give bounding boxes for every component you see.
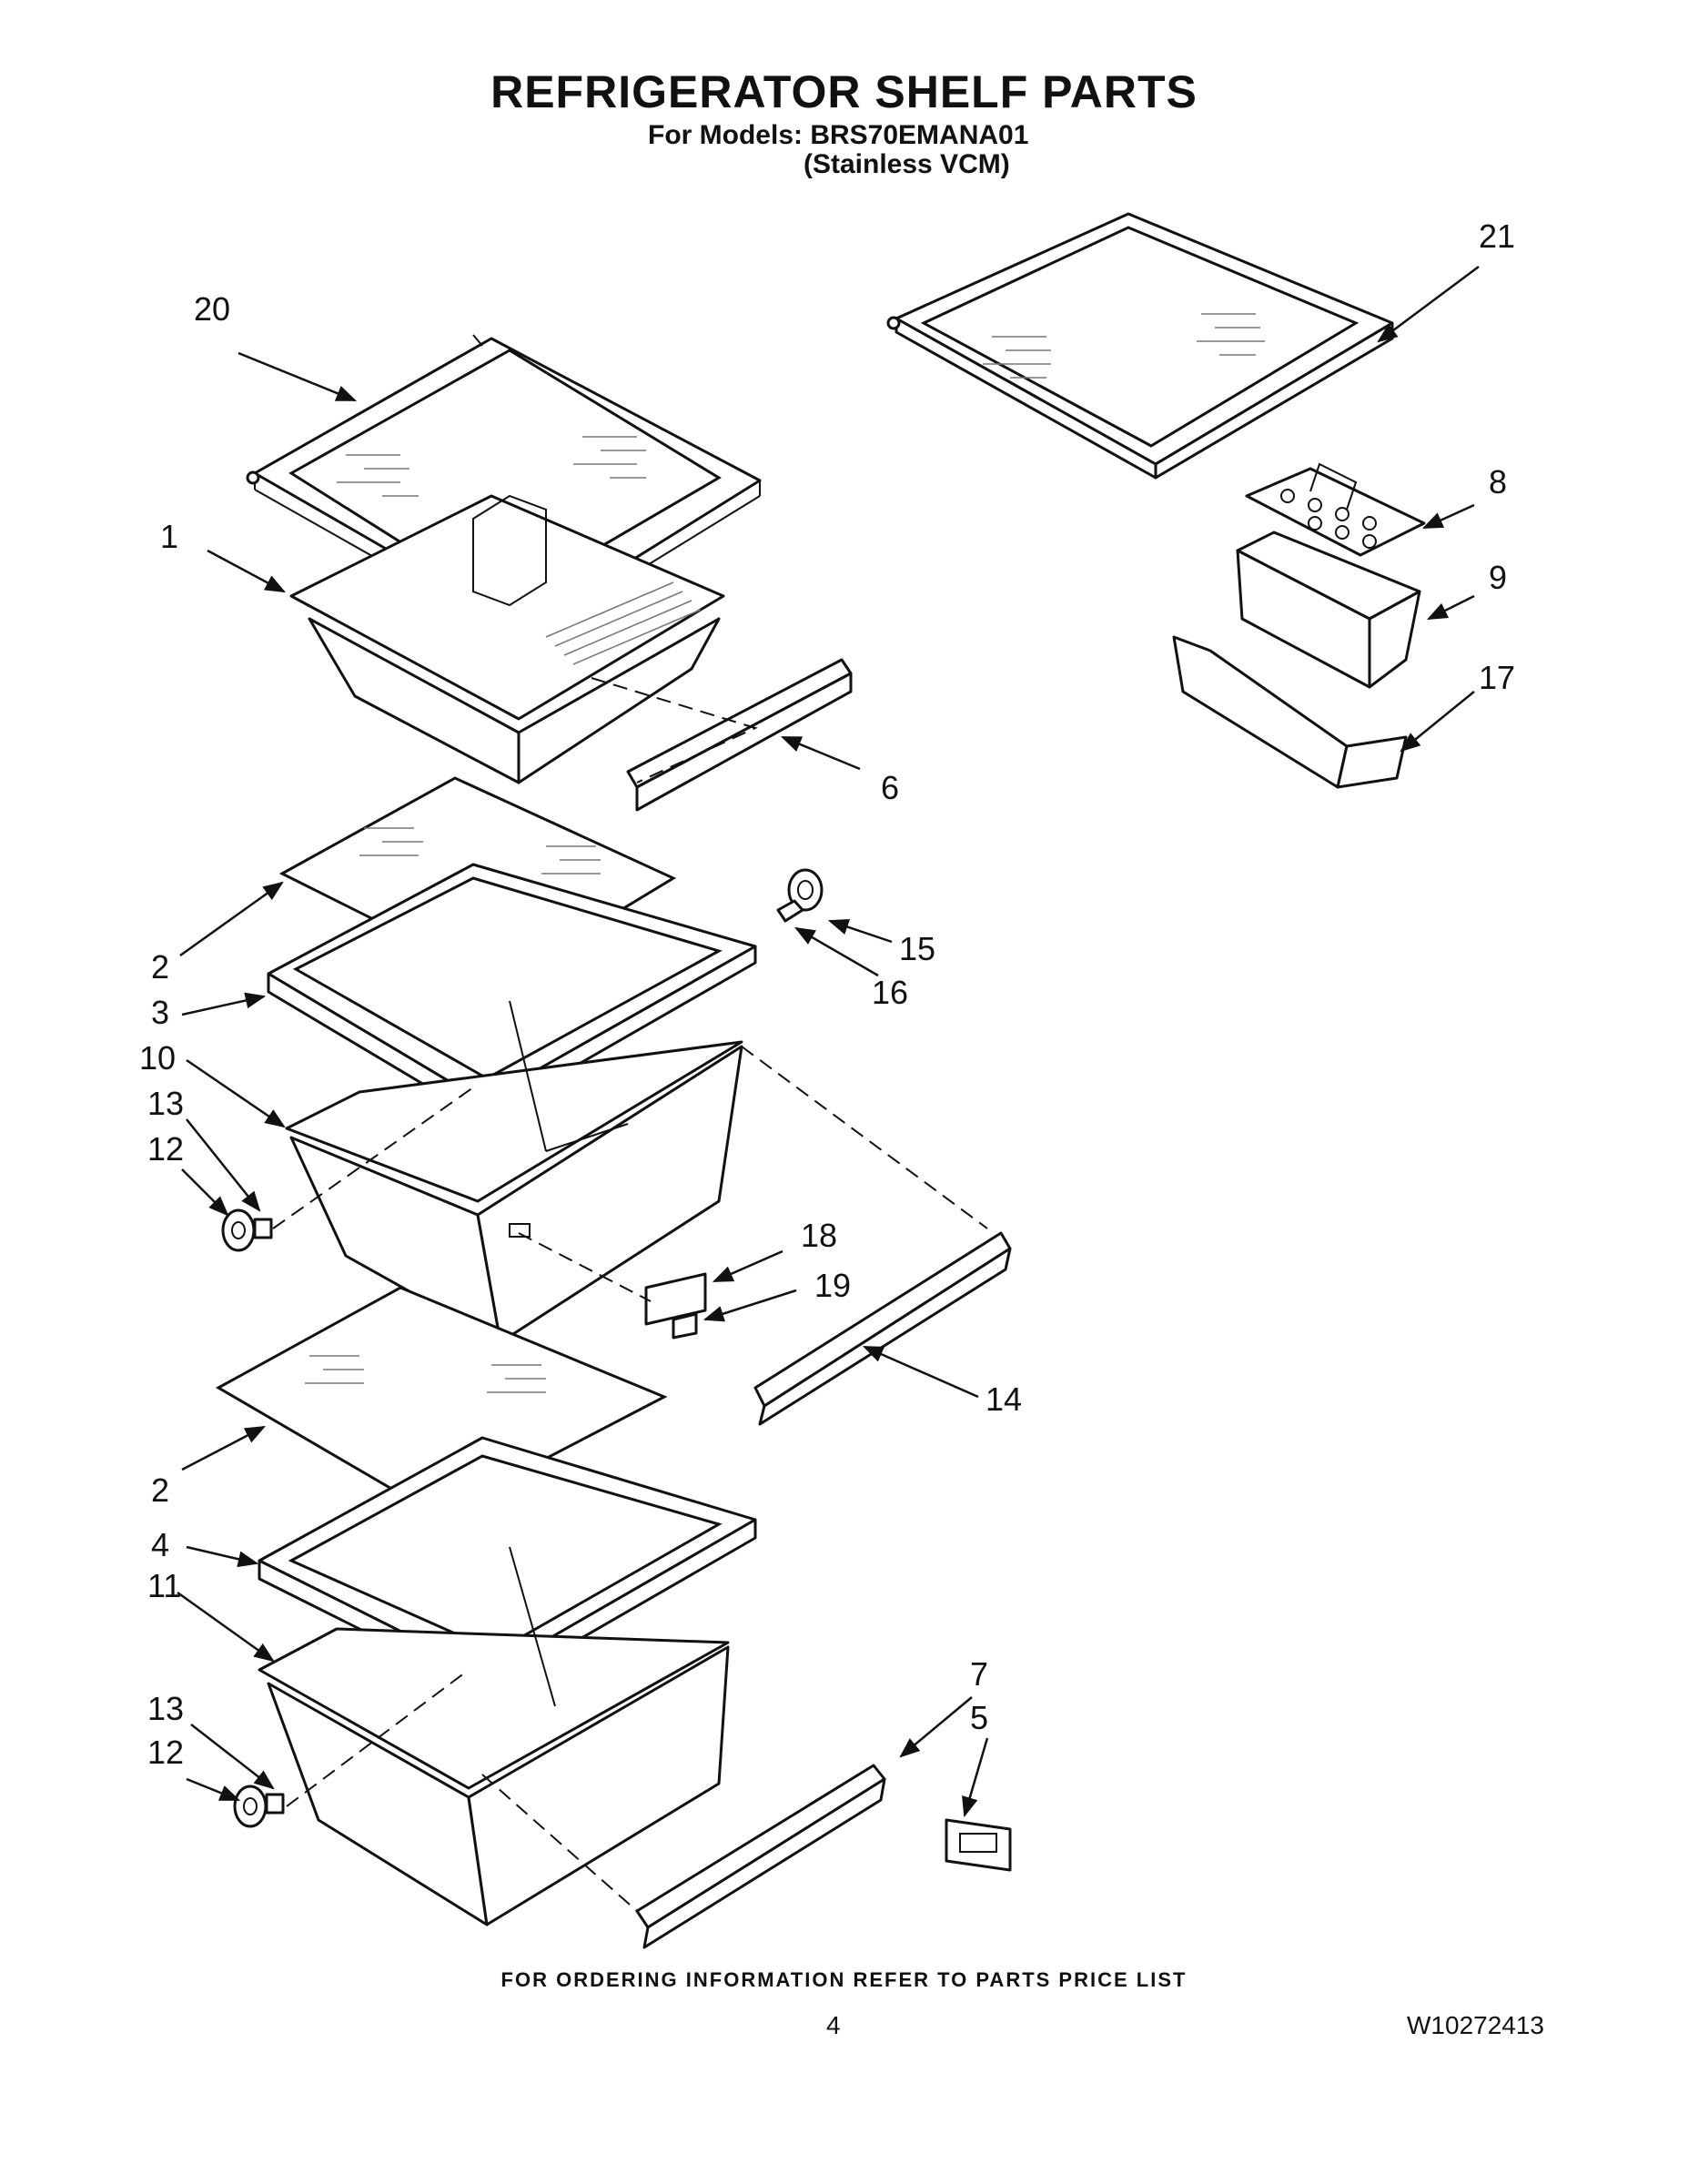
page-number: 4 — [826, 2011, 841, 2039]
leader-14 — [862, 1345, 979, 1399]
callout-8: 8 — [1489, 463, 1507, 500]
callout-10: 10 — [139, 1039, 176, 1077]
page-title: REFRIGERATOR SHELF PARTS — [490, 66, 1198, 117]
callout-13-upper: 13 — [147, 1085, 184, 1122]
leader-2-upper — [179, 881, 284, 957]
callout-11: 11 — [147, 1567, 181, 1604]
callout-20: 20 — [194, 290, 230, 328]
roller-15 — [787, 868, 824, 912]
leader-16 — [794, 926, 879, 977]
callout-3: 3 — [151, 994, 169, 1031]
ordering-note: FOR ORDERING INFORMATION REFER TO PARTS … — [500, 1968, 1188, 1991]
leader-20 — [238, 351, 358, 402]
callout-9: 9 — [1489, 559, 1507, 596]
callout-19: 19 — [814, 1267, 851, 1304]
leader-12-lower — [186, 1777, 241, 1802]
callout-12-upper: 12 — [147, 1130, 184, 1168]
glass-shelf-21 — [886, 212, 1394, 480]
callout-5: 5 — [970, 1699, 988, 1736]
leader-2-lower — [181, 1425, 266, 1471]
document-number: W10272413 — [1407, 2011, 1545, 2039]
leader-4 — [186, 1545, 259, 1568]
leader-15 — [827, 918, 893, 944]
callout-13-lower: 13 — [147, 1690, 184, 1727]
callout-21: 21 — [1479, 217, 1515, 255]
leader-3 — [181, 992, 267, 1016]
callout-2-upper: 2 — [151, 948, 169, 986]
variant-line: (Stainless VCM) — [804, 149, 1010, 179]
crisper-pan-1 — [289, 494, 725, 784]
leader-9 — [1426, 594, 1475, 621]
callout-2-lower: 2 — [151, 1471, 169, 1509]
front-trim-14 — [753, 1231, 1012, 1426]
callout-15: 15 — [899, 930, 935, 967]
leader-8 — [1421, 503, 1475, 530]
models-line: For Models: BRS70EMANA01 — [648, 120, 1029, 150]
rail-17 — [1172, 635, 1408, 789]
axle-13-upper — [253, 1218, 273, 1239]
leader-10 — [186, 1058, 286, 1128]
leader-19 — [702, 1289, 797, 1322]
wheel-12-upper — [221, 1208, 256, 1252]
leader-13-lower — [190, 1724, 275, 1790]
leader-18 — [712, 1249, 783, 1283]
bracket-5 — [945, 1818, 1012, 1872]
leader-21 — [1377, 265, 1480, 343]
front-trim-6 — [626, 658, 853, 812]
leader-6 — [780, 735, 861, 771]
leader-12-upper — [181, 1168, 229, 1217]
callout-4: 4 — [151, 1526, 169, 1563]
callout-12-lower: 12 — [147, 1734, 184, 1771]
front-trim-7 — [635, 1764, 886, 1949]
callout-6: 6 — [881, 769, 899, 806]
clip-19 — [672, 1312, 698, 1340]
callout-14: 14 — [986, 1380, 1022, 1418]
leader-7 — [899, 1696, 973, 1758]
screw-16 — [776, 899, 804, 923]
egg-bin-9 — [1236, 531, 1421, 689]
crisper-drawer-10 — [285, 1000, 743, 1344]
glass-shelf-2-lower — [215, 1286, 668, 1517]
leader-17 — [1400, 691, 1475, 753]
leader-11 — [177, 1591, 275, 1663]
callout-7: 7 — [970, 1655, 988, 1693]
leader-13-upper — [186, 1118, 261, 1212]
leader-5 — [962, 1737, 989, 1818]
axle-13-lower — [265, 1793, 285, 1815]
crisper-drawer-11 — [258, 1546, 730, 1926]
callout-18: 18 — [801, 1217, 837, 1254]
callout-16: 16 — [872, 974, 908, 1011]
leader-1 — [207, 549, 286, 593]
callout-17: 17 — [1479, 659, 1515, 696]
wheel-12-lower — [233, 1785, 268, 1828]
callout-1: 1 — [160, 518, 178, 555]
